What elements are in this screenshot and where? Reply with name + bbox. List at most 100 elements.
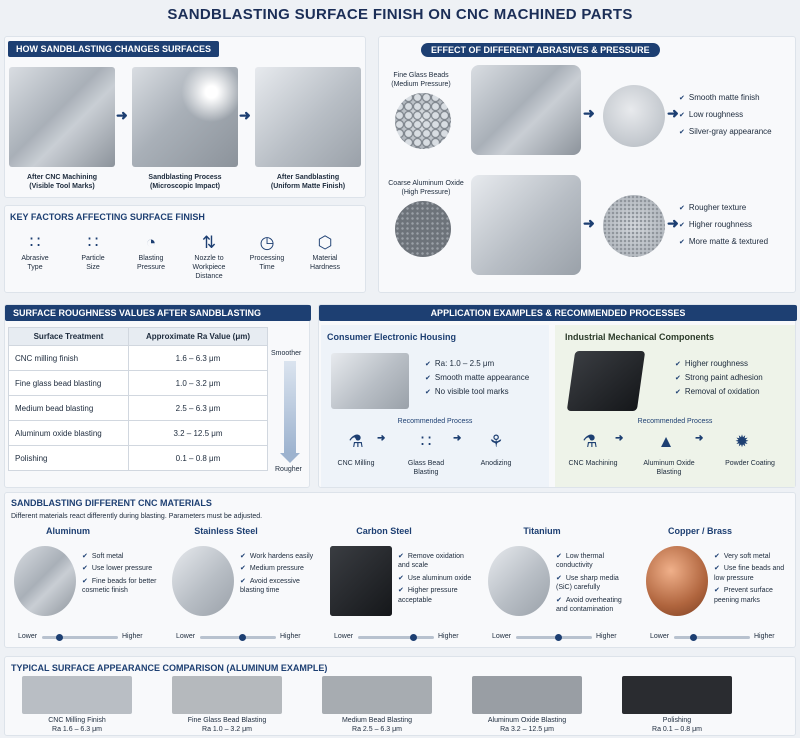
- material-bullets: Work hardens easilyMedium pressureAvoid …: [240, 552, 318, 599]
- housing-image: [331, 353, 409, 409]
- surface-swatch: [472, 676, 582, 714]
- comparison-ra: Ra 1.6 – 6.3 μm: [52, 726, 102, 734]
- factors-panel: KEY FACTORS AFFECTING SURFACE FINISH ∷ A…: [4, 205, 366, 293]
- bracket-image: [566, 351, 646, 411]
- lower-label: Lower: [334, 633, 354, 640]
- smoother-label: Smoother: [271, 350, 302, 357]
- roughness-arrow-head: [280, 453, 300, 463]
- machining-icon: ⚗: [582, 432, 598, 451]
- surface-swatch: [322, 676, 432, 714]
- comparison-name: Polishing: [662, 717, 692, 724]
- material-name: Copper / Brass: [667, 526, 733, 536]
- surface-swatch: [22, 676, 132, 714]
- higher-label: Higher: [122, 633, 143, 640]
- effect-panel: EFFECT OF DIFFERENT ABRASIVES & PRESSURE…: [378, 36, 796, 293]
- material-name: Carbon Steel: [356, 526, 412, 536]
- process-step: Powder Coating: [725, 460, 775, 467]
- higher-label: Higher: [596, 633, 617, 640]
- comparison-header: TYPICAL SURFACE APPEARANCE COMPARISON (A…: [11, 663, 328, 673]
- industrial-bullets: Higher roughness Strong paint adhesion R…: [675, 359, 763, 397]
- material-bullet: Use fine beads and low pressure: [714, 564, 792, 583]
- comparison-item: Aluminum Oxide Blasting Ra 3.2 – 12.5 μm: [472, 676, 582, 736]
- material-card: Stainless Steel Work hardens easilyMediu…: [166, 522, 318, 646]
- consumer-card: Consumer Electronic Housing Ra: 1.0 – 2.…: [321, 325, 549, 487]
- comparison-ra: Ra 3.2 – 12.5 μm: [500, 726, 554, 734]
- recommended-label: Recommended Process: [397, 418, 473, 425]
- arrow-icon: ➜: [239, 107, 251, 123]
- material-part-image: [330, 546, 392, 616]
- effect-bullets: Rougher texture Higher roughness More ma…: [679, 203, 791, 247]
- industrial-card: Industrial Mechanical Components Higher …: [555, 325, 795, 487]
- page-title: SANDBLASTING SURFACE FINISH ON CNC MACHI…: [167, 6, 633, 23]
- consumer-title: Consumer Electronic Housing: [327, 332, 457, 342]
- applications-panel: APPLICATION EXAMPLES & RECOMMENDED PROCE…: [318, 304, 797, 488]
- slider-knob: [55, 634, 63, 641]
- material-bullet: Higher pressure acceptable: [398, 586, 476, 605]
- material-bullets: Low thermal conductivityUse sharp media …: [556, 552, 634, 618]
- process-step: CNC Milling: [337, 460, 375, 467]
- higher-label: Higher: [438, 633, 459, 640]
- pressure-slider: [358, 634, 434, 641]
- recommended-label: Recommended Process: [637, 418, 713, 425]
- abrasive-label: Coarse Aluminum Oxide(High Pressure): [388, 180, 464, 197]
- material-part-image: [646, 546, 708, 616]
- factors-header: KEY FACTORS AFFECTING SURFACE FINISH: [10, 212, 205, 222]
- comparison-name: Aluminum Oxide Blasting: [487, 717, 567, 724]
- material-card: Aluminum Soft metalUse lower pressureFin…: [8, 522, 160, 646]
- material-bullet: Remove oxidation and scale: [398, 552, 476, 571]
- arrow-icon: ➜: [377, 433, 386, 444]
- how-panel: HOW SANDBLASTING CHANGES SURFACES ➜ ➜ Af…: [4, 36, 366, 198]
- lower-label: Lower: [176, 633, 196, 640]
- effect-bullets: Smooth matte finish Low roughness Silver…: [679, 93, 791, 137]
- powder-coating-icon: ✹: [734, 432, 750, 451]
- part-image-beads: [471, 65, 581, 155]
- material-bullet: Use sharp media (SiC) carefully: [556, 574, 634, 593]
- material-bullet: Low thermal conductivity: [556, 552, 634, 571]
- material-part-image: [488, 546, 550, 616]
- abrasive-icon: ∷: [29, 233, 41, 252]
- arrow-icon: ➜: [116, 107, 128, 123]
- surface-swatch: [172, 676, 282, 714]
- roughness-panel: SURFACE ROUGHNESS VALUES AFTER SANDBLAST…: [4, 304, 311, 488]
- lower-label: Lower: [650, 633, 670, 640]
- slider-knob: [409, 634, 417, 641]
- pressure-slider: [674, 634, 750, 641]
- comparison-item: Polishing Ra 0.1 – 0.8 μm: [622, 676, 732, 736]
- step-image-blasted: [255, 67, 361, 167]
- step-caption: Sandblasting Process(Microscopic Impact): [148, 174, 222, 191]
- surface-disc-coarse: [603, 195, 665, 257]
- slider-knob: [238, 634, 246, 641]
- material-bullet: Prevent surface peening marks: [714, 586, 792, 605]
- material-name: Titanium: [523, 526, 561, 536]
- slider-knob: [690, 634, 697, 641]
- comparison-item: Fine Glass Bead Blasting Ra 1.0 – 3.2 μm: [172, 676, 282, 736]
- material-bullet: Avoid excessive blasting time: [240, 577, 318, 596]
- arrow-icon: ➜: [695, 433, 704, 444]
- material-bullets: Soft metalUse lower pressureFine beads f…: [82, 552, 160, 599]
- part-image-oxide: [471, 175, 581, 275]
- material-bullets: Very soft metalUse fine beads and low pr…: [714, 552, 792, 608]
- step-caption: After CNC Machining(Visible Tool Marks): [27, 174, 97, 191]
- anodizing-icon: ⚘: [488, 432, 504, 451]
- rougher-label: Rougher: [275, 466, 302, 473]
- comparison-name: Fine Glass Bead Blasting: [187, 717, 267, 724]
- roughness-header: SURFACE ROUGHNESS VALUES AFTER SANDBLAST…: [5, 305, 311, 321]
- process-step: Anodizing: [480, 460, 512, 467]
- materials-header: SANDBLASTING DIFFERENT CNC MATERIALS: [11, 498, 212, 508]
- higher-label: Higher: [280, 633, 301, 640]
- pressure-slider: [42, 634, 118, 641]
- industrial-title: Industrial Mechanical Components: [565, 332, 715, 342]
- consumer-bullets: Ra: 1.0 – 2.5 μm Smooth matte appearance…: [425, 359, 529, 397]
- material-name: Aluminum: [46, 526, 90, 536]
- comparison-ra: Ra 1.0 – 3.2 μm: [202, 726, 252, 734]
- material-card: Titanium Low thermal conductivityUse sha…: [482, 522, 634, 646]
- material-card: Carbon Steel Remove oxidation and scaleU…: [324, 522, 476, 646]
